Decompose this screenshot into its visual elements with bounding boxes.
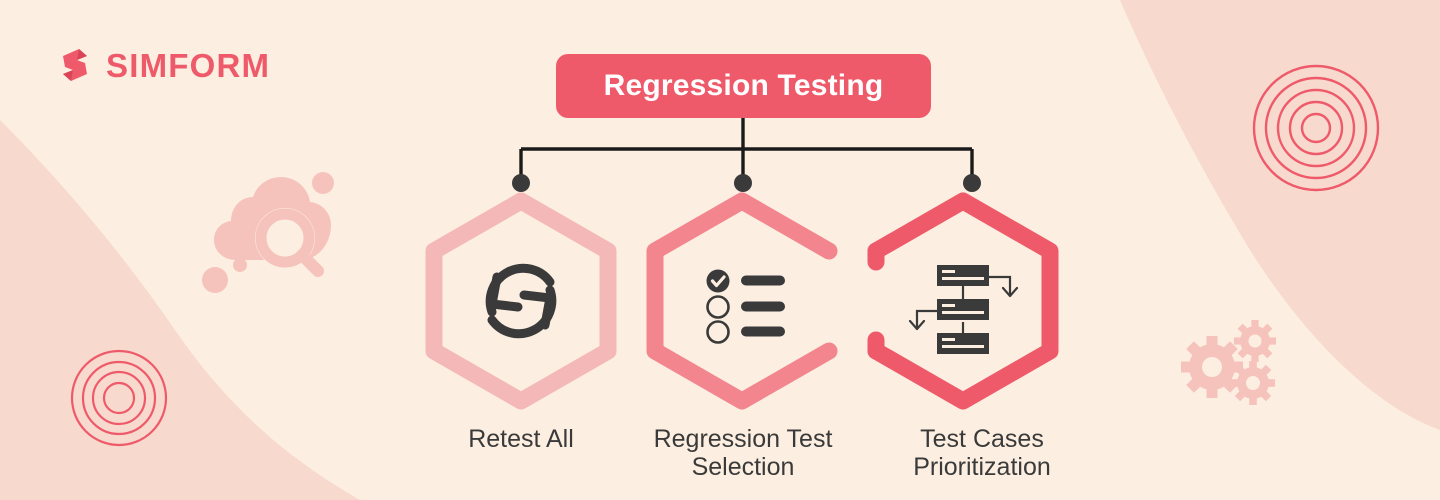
connector-node-2: [963, 174, 981, 192]
node-caption-test-cases-prioritization: Test Cases Prioritization: [913, 425, 1051, 481]
concentric-rings-top-right: [1252, 64, 1380, 192]
hexagon-regression-test-selection[interactable]: [646, 192, 838, 410]
title-banner[interactable]: Regression Testing: [556, 54, 931, 118]
connector-nodes: [512, 174, 981, 192]
connector-node-0: [512, 174, 530, 192]
simform-s-logo-icon: [63, 49, 87, 81]
flowchart-box-1: [937, 265, 989, 286]
flowchart-box-2: [937, 299, 989, 320]
checklist-icon: [706, 269, 785, 344]
concentric-rings-bottom-left: [70, 349, 168, 447]
blob-bottom-left: [0, 120, 360, 500]
cloud-search-icon: [202, 172, 334, 293]
node-caption-retest-all: Retest All: [468, 425, 574, 453]
flowchart-box-3: [937, 333, 989, 354]
page-title: Regression Testing: [603, 69, 884, 102]
hexagon-retest-all[interactable]: [425, 192, 617, 410]
flowchart-priority-icon: [908, 265, 1019, 354]
refresh-cycle-icon: [485, 263, 557, 339]
connector-node-1: [734, 174, 752, 192]
brand-logo[interactable]: SIMFORM: [55, 45, 270, 85]
blob-top-right: [1120, 0, 1440, 430]
hexagon-test-cases-prioritization[interactable]: [867, 192, 1059, 410]
node-caption-regression-test-selection: Regression Test Selection: [653, 425, 833, 481]
gears-icon-group: [1181, 320, 1276, 405]
brand-name: SIMFORM: [106, 46, 271, 84]
